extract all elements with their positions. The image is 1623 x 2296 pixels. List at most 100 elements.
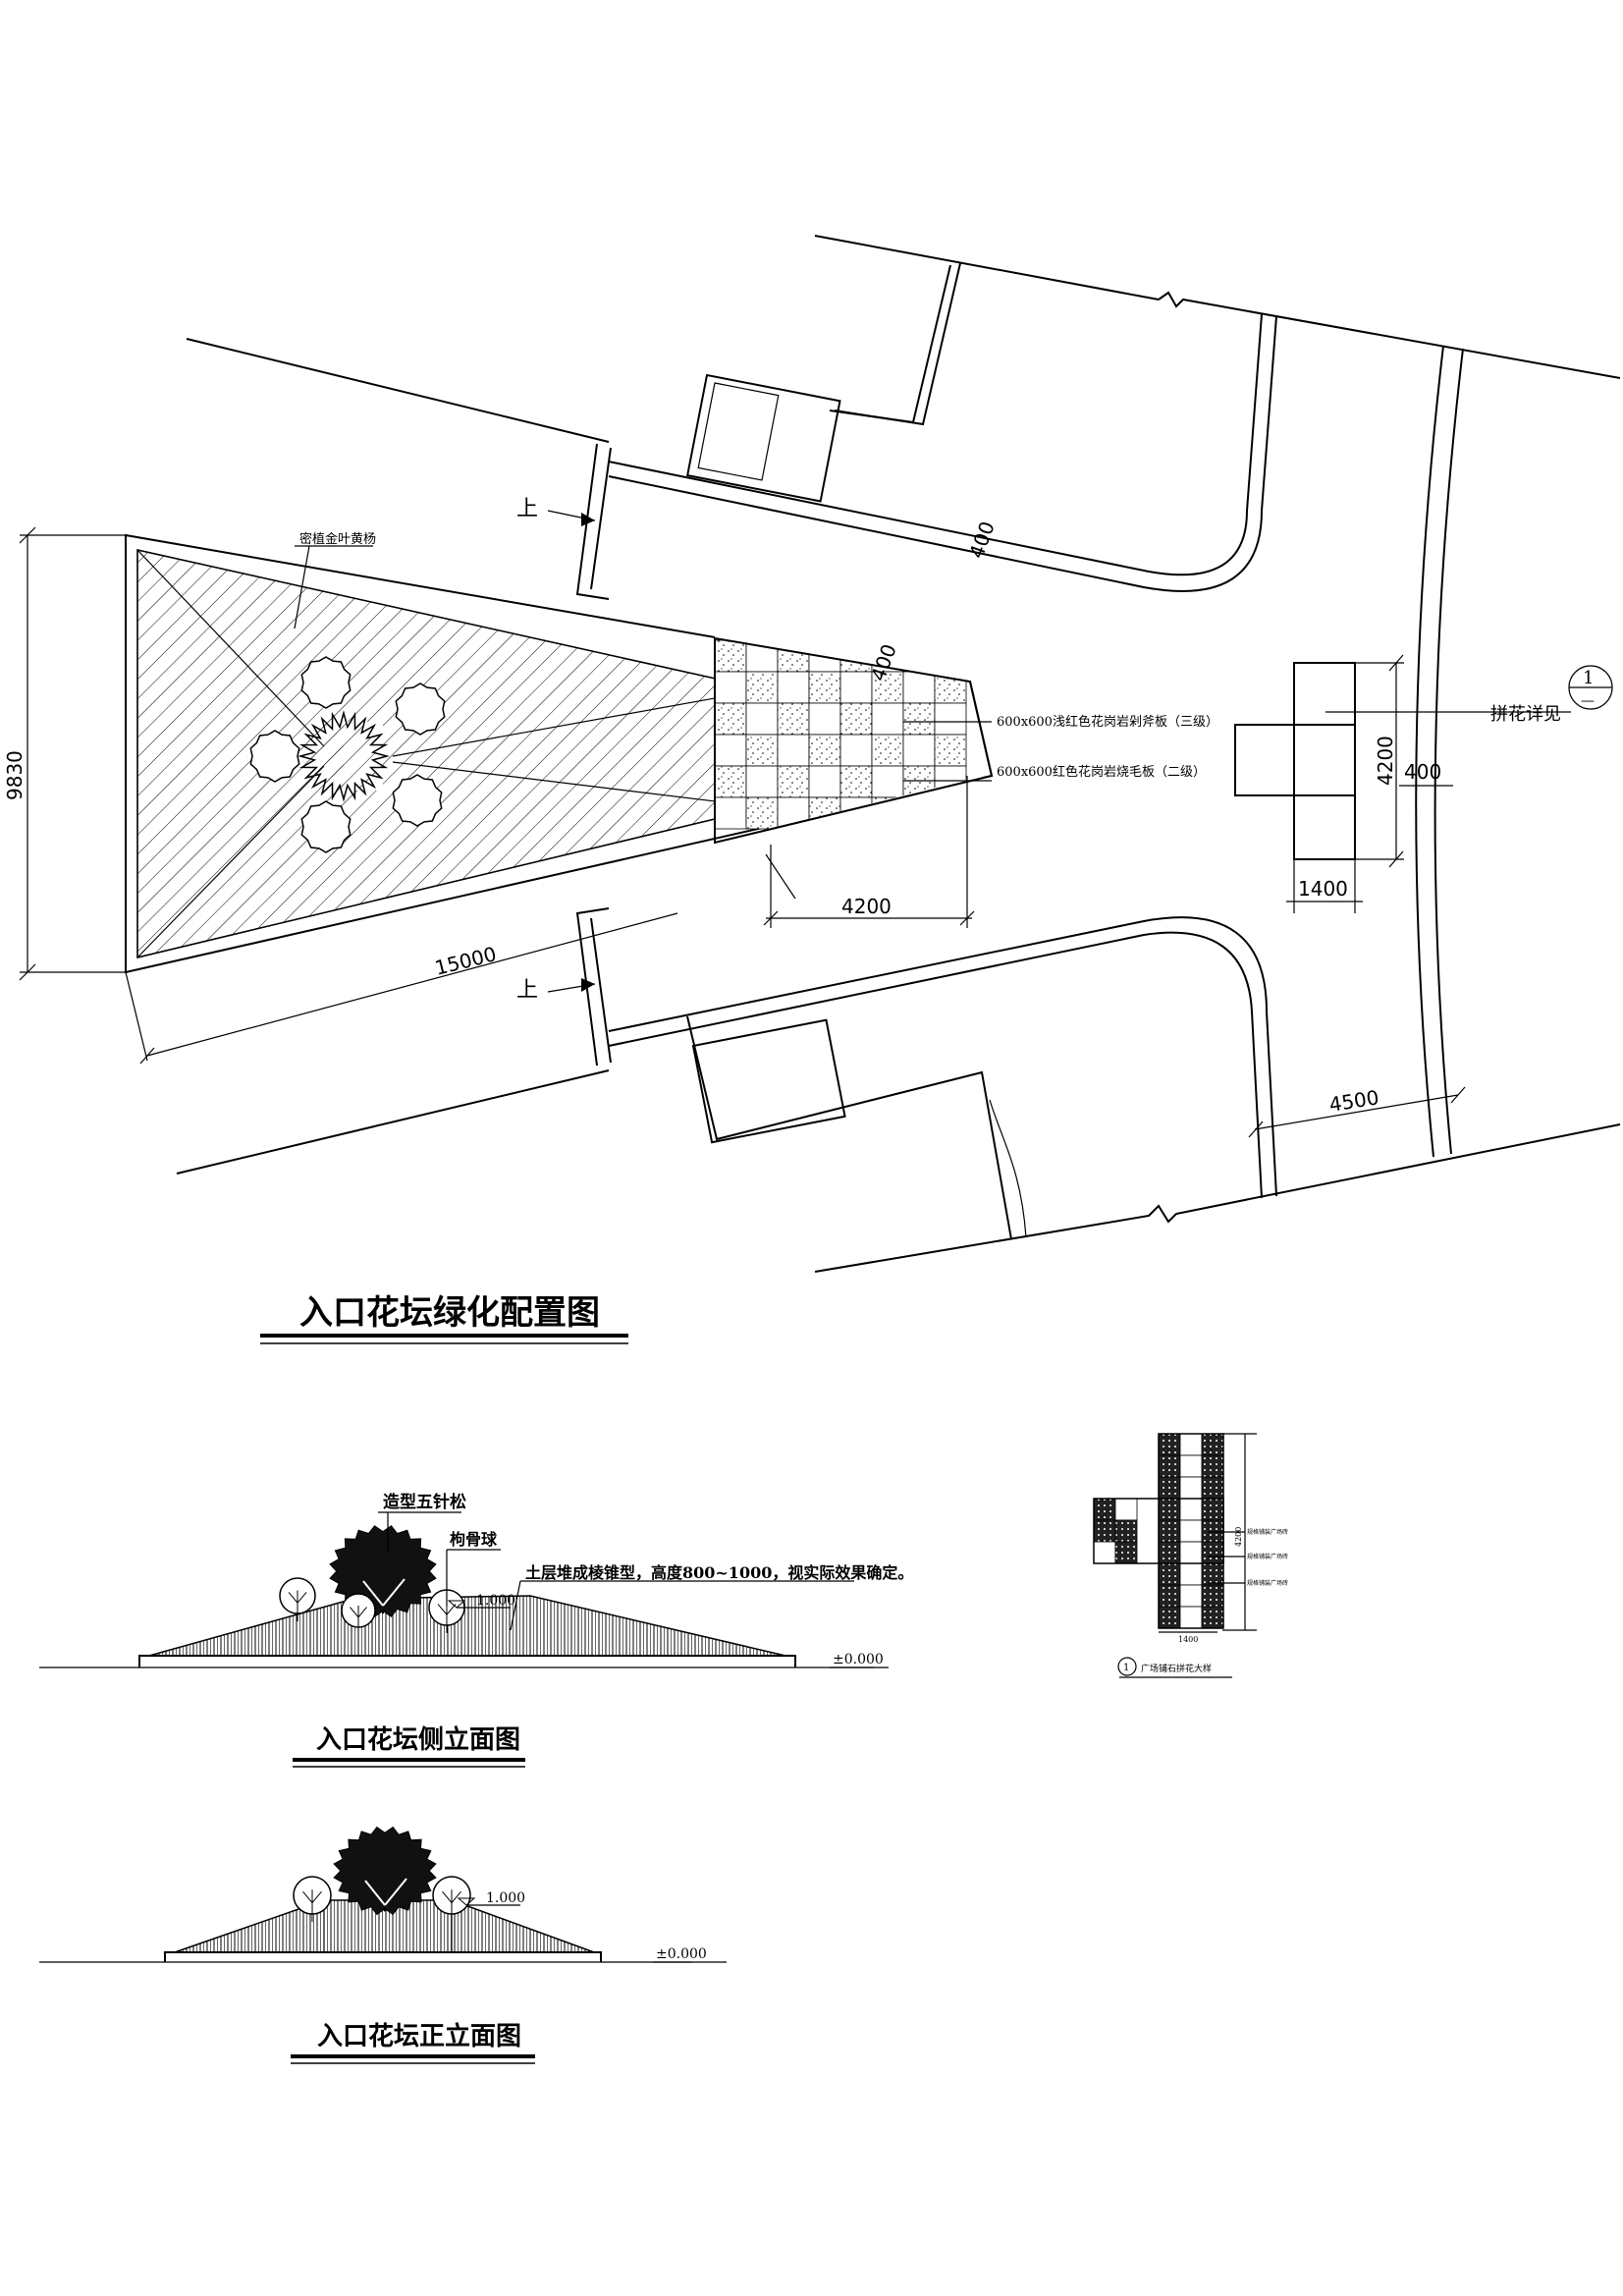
upper-building xyxy=(834,262,961,426)
paving-tile xyxy=(777,671,810,704)
detail-tile xyxy=(1201,1476,1224,1500)
paving-tile xyxy=(714,639,747,673)
detail-note-2: 规格铺装广场砖 xyxy=(1247,1553,1288,1560)
paving-mask xyxy=(715,629,970,682)
granite-paving-area xyxy=(714,629,982,843)
detail-tile xyxy=(1179,1498,1203,1521)
detail-tile xyxy=(1179,1454,1203,1478)
detail-tile xyxy=(1158,1454,1181,1478)
dim-4200-bottom: 4200 xyxy=(841,895,892,918)
detail-tile xyxy=(1093,1519,1116,1543)
detail-tile xyxy=(1201,1562,1224,1586)
dim-4200-right: 4200 xyxy=(1374,736,1397,786)
detail-tile xyxy=(1158,1476,1181,1500)
holly-shrub xyxy=(300,656,352,709)
detail-note-3: 规格铺装广场砖 xyxy=(1247,1579,1288,1587)
paving-tile xyxy=(808,671,841,704)
paving-tile xyxy=(839,765,873,798)
detail-tile xyxy=(1179,1584,1203,1608)
paving-mask xyxy=(970,629,977,682)
paving-tile xyxy=(871,671,904,704)
step-up-lower: 上 xyxy=(516,978,538,1003)
side-elev-top: 1.000 xyxy=(476,1593,515,1609)
junction-bay xyxy=(1234,724,1356,796)
front-elevation-title: 入口花坛正立面图 xyxy=(317,2021,521,2051)
detail-tile xyxy=(1201,1541,1224,1564)
label-dense-shrub: 密植金叶黄杨 xyxy=(299,531,376,547)
dim-1400: 1400 xyxy=(1298,877,1348,901)
curb-lower-inner xyxy=(608,916,1277,1197)
detail-tile xyxy=(1179,1519,1203,1543)
side-elevation-title: 入口花坛侧立面图 xyxy=(316,1724,520,1755)
detail-tile xyxy=(1114,1498,1138,1521)
pine-canopy xyxy=(298,710,390,802)
holly-shrub xyxy=(249,730,300,783)
paving-tile xyxy=(714,671,747,704)
holly-branch xyxy=(350,1607,359,1618)
lower-curve-line xyxy=(989,1099,1027,1238)
lower-step-wall xyxy=(575,907,610,1066)
detail-tile xyxy=(1201,1454,1224,1478)
detail-tile xyxy=(1158,1562,1181,1586)
plan-view: 密植金叶黄杨 600x600浅红色花岗岩剁斧板（三级） 600x600红色花岗岩… xyxy=(3,235,1621,1344)
paving-tile xyxy=(808,765,841,798)
paving-tile xyxy=(902,671,936,704)
detail-tile xyxy=(1201,1584,1224,1608)
upper-planter-box xyxy=(685,373,841,503)
road-edge-lower-left xyxy=(176,1069,610,1175)
paving-tile xyxy=(934,702,967,736)
detail-tile xyxy=(1201,1519,1224,1543)
detail-tile xyxy=(1093,1541,1116,1564)
pine-tree-symbol xyxy=(298,710,390,802)
dim-400-right: 400 xyxy=(1404,760,1441,784)
boulevard-curb-left xyxy=(1415,345,1444,1158)
upper-planter-cell xyxy=(697,382,780,481)
lower-planter-box xyxy=(691,1018,846,1144)
detail-tile xyxy=(1201,1606,1224,1629)
paving-tile xyxy=(808,734,841,767)
holly-shrub xyxy=(392,774,443,827)
label-paving-b: 600x600红色花岗岩烧毛板（二级） xyxy=(997,764,1206,780)
detail-dim-width: 1400 xyxy=(1178,1635,1198,1644)
upper-building-inner xyxy=(829,264,951,424)
paving-tile xyxy=(714,734,747,767)
holly-branch xyxy=(442,1890,453,1903)
detail-note-1: 规格铺装广场砖 xyxy=(1247,1528,1288,1536)
label-paving-a: 600x600浅红色花岗岩剁斧板（三级） xyxy=(997,714,1218,730)
junction-strip xyxy=(1293,662,1356,860)
front-elevation: 1.000 ±0.000 入口花坛正立面图 xyxy=(39,1826,727,2064)
holly-branch xyxy=(437,1604,448,1615)
holly-branch xyxy=(311,1890,322,1903)
detail-tile xyxy=(1158,1519,1181,1543)
detail-tile xyxy=(1158,1433,1181,1456)
label-soil-mound: 土层堆成棱锥型，高度800~1000，视实际效果确定。 xyxy=(525,1563,913,1582)
paving-tile xyxy=(902,734,936,767)
front-elev-top: 1.000 xyxy=(486,1890,525,1906)
detail-caption: 广场铺石拼花大样 xyxy=(1141,1663,1212,1674)
holly-branch xyxy=(451,1890,461,1903)
road-edge-lower-right xyxy=(814,1123,1621,1273)
paving-tile xyxy=(871,734,904,767)
detail-bubble-top: 1 xyxy=(1583,668,1594,688)
dim-400-top: 400 xyxy=(964,519,1000,562)
paving-tile xyxy=(808,702,841,736)
dim-9830: 9830 xyxy=(3,750,27,800)
road-edge-upper-mid xyxy=(814,235,1160,301)
curb-lower-outer xyxy=(608,931,1263,1199)
pine-branch xyxy=(382,1578,406,1607)
dim-15000: 15000 xyxy=(432,942,499,980)
curb-upper-outer xyxy=(608,313,1263,576)
curb-upper-inner xyxy=(608,315,1277,592)
paving-tile xyxy=(714,702,747,736)
pine-branch xyxy=(362,1580,384,1607)
side-soil-mound xyxy=(148,1595,786,1657)
detail-tile xyxy=(1201,1433,1224,1456)
paving-tile xyxy=(871,765,904,798)
paving-tile xyxy=(714,796,747,830)
road-edge-upper-right xyxy=(1158,291,1621,379)
side-elevation: 造型五针松 枸骨球 土层堆成棱锥型，高度800~1000，视实际效果确定。 1.… xyxy=(39,1492,913,1768)
detail-tile xyxy=(1114,1519,1138,1543)
detail-tile xyxy=(1158,1606,1181,1629)
dim-4500: 4500 xyxy=(1327,1085,1380,1117)
